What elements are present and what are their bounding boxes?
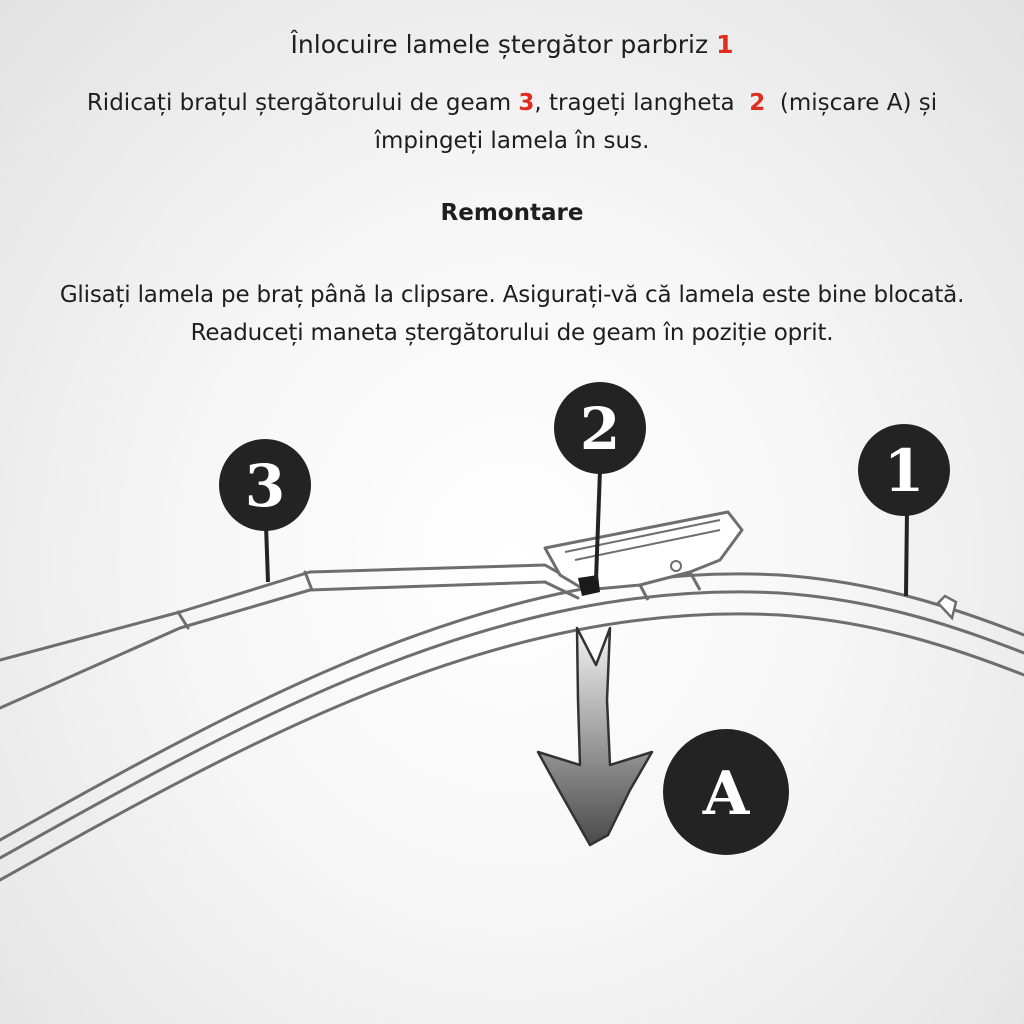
- callout-blade-label: 1: [884, 437, 924, 505]
- arrow-down-icon: [536, 626, 654, 847]
- removal-text-1: Ridicați brațul ștergătorului de geam: [86, 90, 512, 116]
- removal-instructions: Ridicați brațul ștergătorului de geam 3,…: [0, 84, 1024, 160]
- callout-blade: 1: [858, 424, 950, 597]
- section-heading: Remontare: [440, 200, 584, 226]
- refit-line-1: Glisați lamela pe braț până la clipsare.…: [59, 282, 965, 308]
- callout-tab: 2: [554, 382, 646, 581]
- blade-connector: [543, 510, 744, 601]
- title-ref-number: 1: [716, 30, 734, 59]
- callout-arm-label: 3: [245, 452, 285, 520]
- removal-ref-tab: 2: [749, 90, 766, 116]
- removal-text-2: , trageți langheta: [534, 90, 735, 116]
- wiper-arm: [0, 563, 580, 710]
- refit-instructions: Glisați lamela pe braț până la clipsare.…: [0, 276, 1024, 352]
- removal-line-2: împingeți lamela în sus.: [374, 128, 650, 154]
- callout-arm: 3: [219, 439, 311, 583]
- removal-text-3: (mișcare A) și: [779, 90, 938, 116]
- removal-ref-arm: 3: [518, 90, 535, 116]
- page-title: Înlocuire lamele ștergător parbriz 1: [0, 30, 1024, 59]
- callout-movement-label: A: [702, 759, 751, 829]
- callout-movement: A: [663, 729, 789, 855]
- release-tab: [578, 575, 600, 596]
- refit-line-2: Readuceți maneta ștergătorului de geam î…: [190, 320, 834, 346]
- removal-line-1: Ridicați brațul ștergătorului de geam 3,…: [0, 84, 1024, 122]
- callout-tab-label: 2: [580, 395, 620, 463]
- title-text: Înlocuire lamele ștergător parbriz: [290, 30, 709, 59]
